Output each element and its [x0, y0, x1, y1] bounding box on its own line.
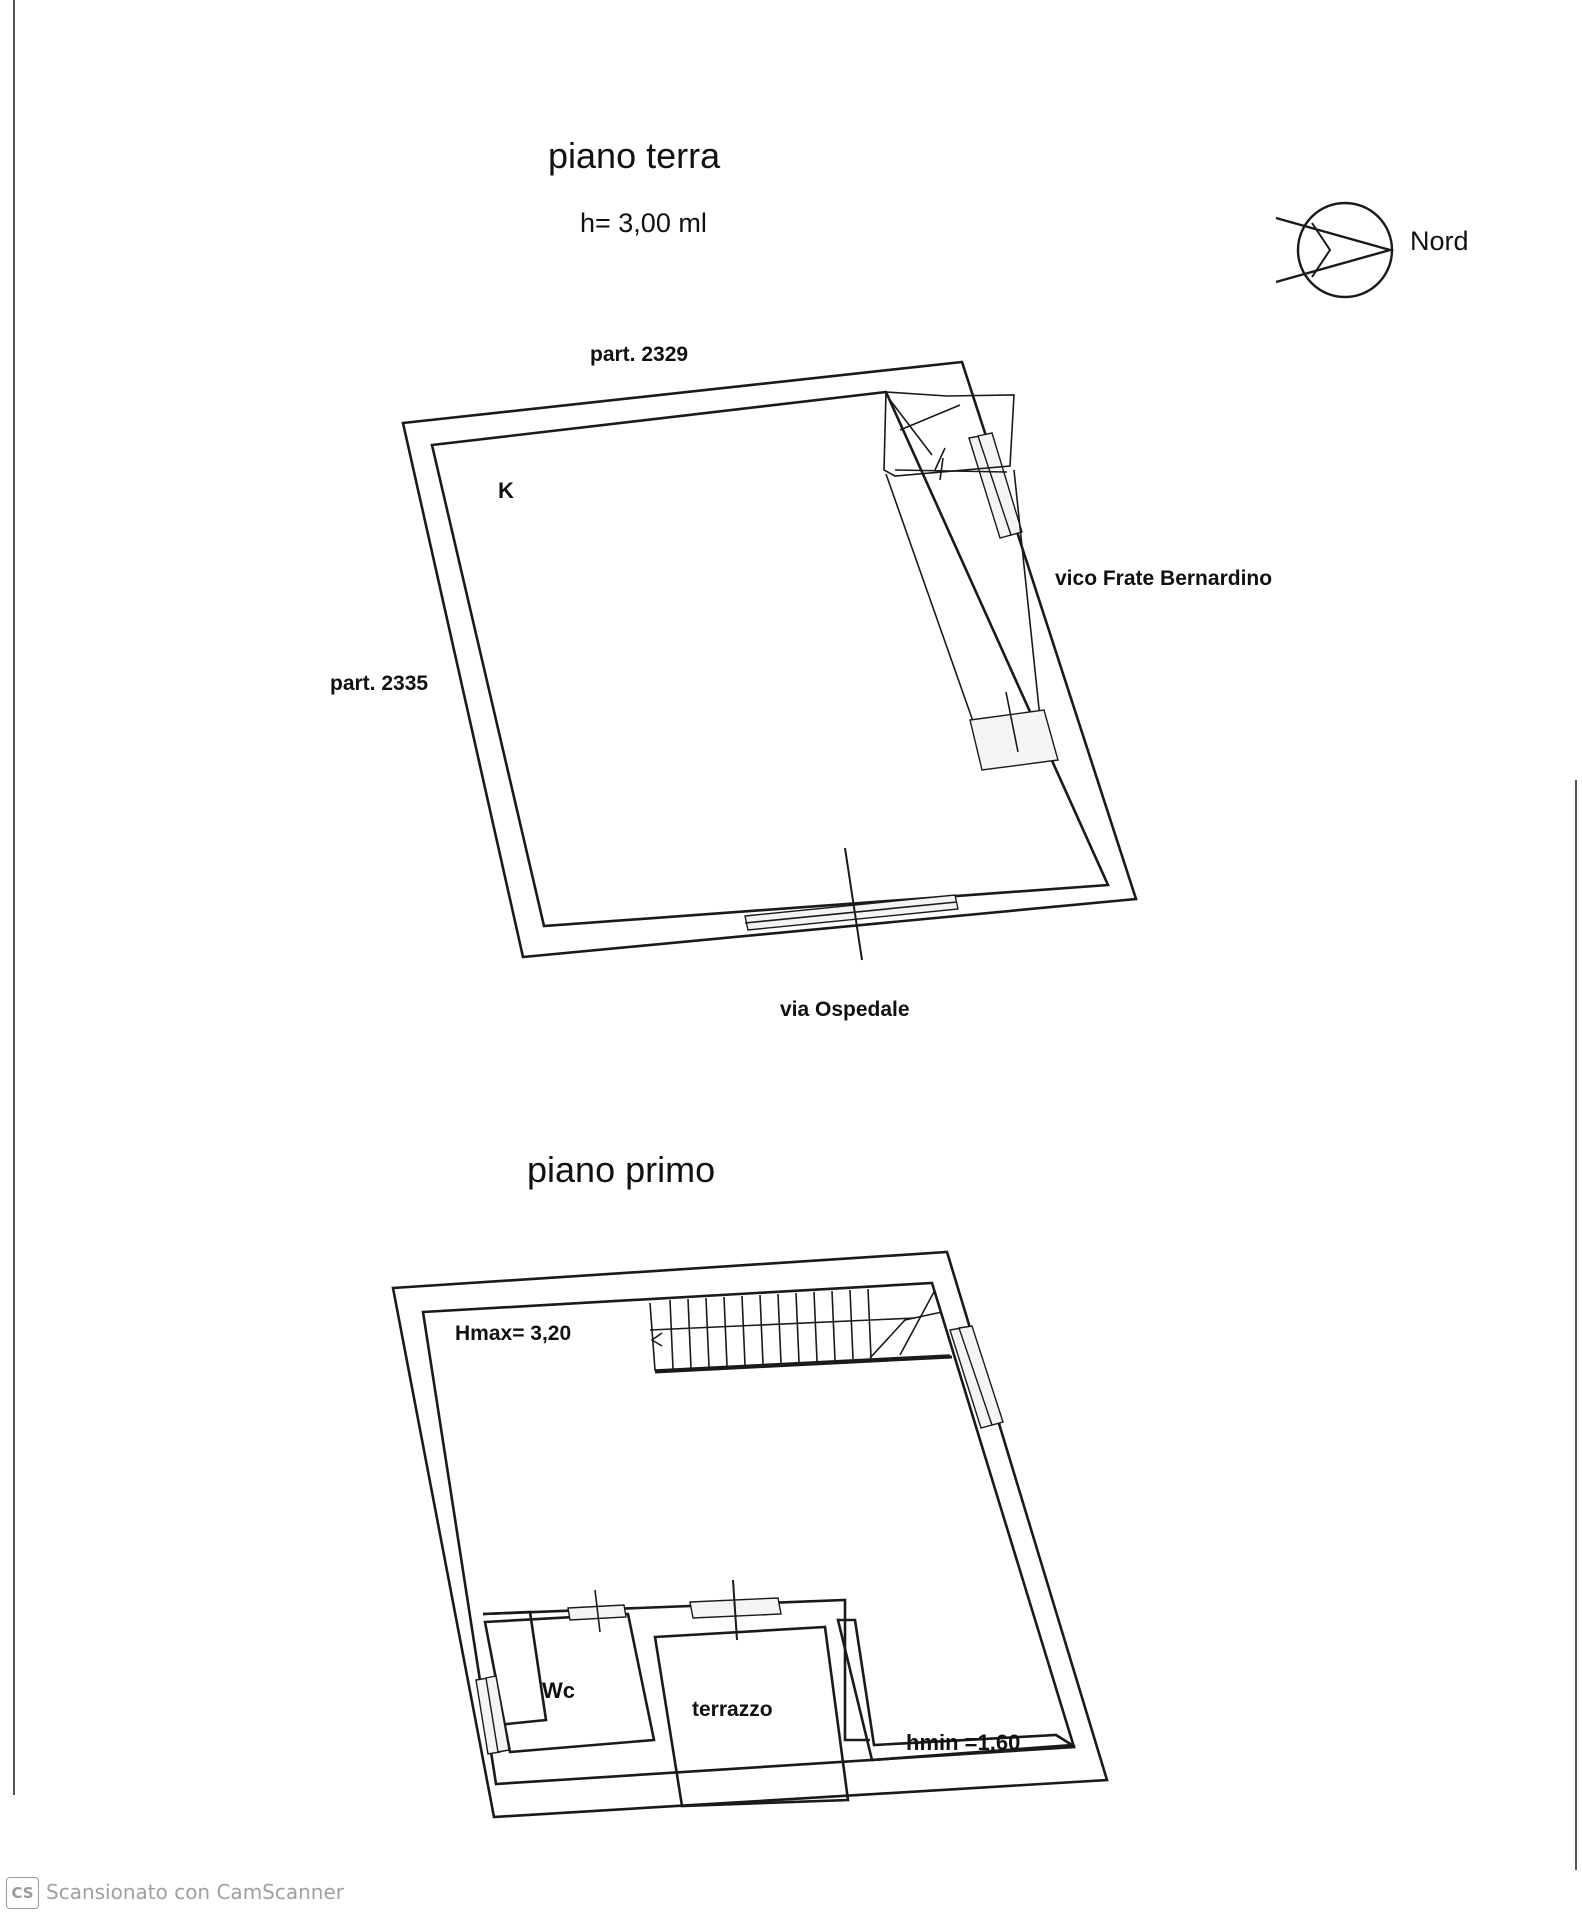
- window-west-first-frame: [485, 1675, 510, 1753]
- label-part-2329: part. 2329: [590, 343, 688, 366]
- counter-line-west: [885, 473, 976, 728]
- label-via-ospedale: via Ospedale: [780, 998, 910, 1021]
- ground-floor-inner-wall: [430, 390, 1110, 928]
- stair-mark-4: [939, 457, 944, 481]
- label-part-2335: part. 2335: [330, 672, 428, 695]
- window-east-first-frame: [958, 1325, 1004, 1426]
- first-floor-title: piano primo: [527, 1149, 715, 1190]
- first-floor-inner-wall: [421, 1281, 1076, 1786]
- hmin-room-corner: [836, 1618, 1077, 1762]
- ground-floor-height: h= 3,00 ml: [580, 208, 707, 238]
- first-floor-staircase: [649, 1288, 953, 1374]
- ground-floor-plan: [401, 360, 1138, 961]
- window-east-upper-frame: [977, 432, 1023, 536]
- north-label: Nord: [1410, 226, 1469, 256]
- camscanner-footer-text: Scansionato con CamScanner: [46, 1880, 344, 1904]
- first-floor-outer-wall: [391, 1250, 1109, 1819]
- stair-mark-2: [899, 404, 961, 431]
- label-hmin: hmin =1,60: [906, 1730, 1020, 1755]
- door-east-lower: [969, 709, 1059, 771]
- stair-mark-3: [934, 447, 946, 471]
- camscanner-logo: CS: [6, 1877, 39, 1909]
- terrace-room: [653, 1625, 850, 1808]
- ground-floor-title: piano terra: [548, 135, 721, 176]
- stair-landing: [883, 391, 1015, 477]
- partition-line: [482, 1598, 870, 1742]
- room-label-k: K: [498, 478, 514, 503]
- door-wc-axis: [594, 1589, 601, 1633]
- room-label-wc: Wc: [542, 1678, 575, 1703]
- ground-floor-outer-wall: [401, 360, 1138, 959]
- label-vico-frate-bernardino: vico Frate Bernardino: [1055, 567, 1272, 590]
- counter-line-top: [894, 469, 1008, 473]
- door-terrace-axis: [732, 1579, 738, 1641]
- window-south-mid: [744, 901, 958, 924]
- section-line-south: [844, 847, 863, 961]
- first-floor-plan: [391, 1250, 1109, 1819]
- room-label-terrazzo: terrazzo: [692, 1698, 773, 1721]
- door-east-lower-axis: [1005, 691, 1019, 753]
- north-arrow-icon: [1275, 201, 1395, 299]
- counter-line-east: [1013, 469, 1041, 719]
- west-partition: [482, 1610, 548, 1727]
- stair-mark-1: [889, 399, 933, 456]
- label-hmax: Hmax= 3,20: [455, 1322, 571, 1345]
